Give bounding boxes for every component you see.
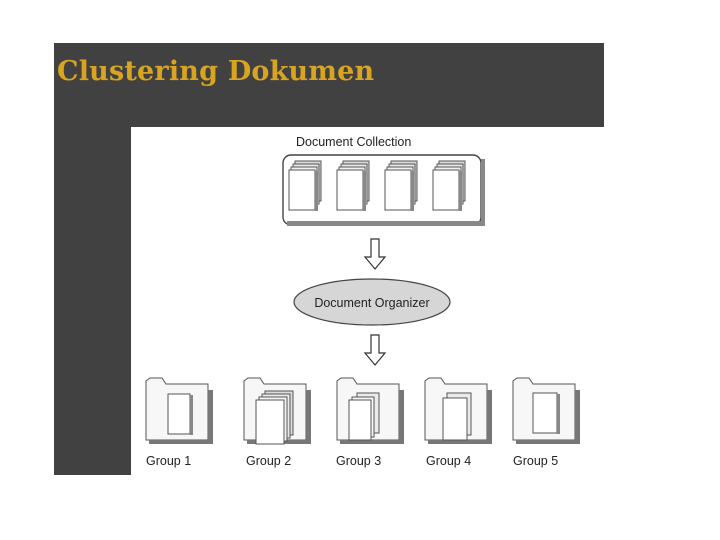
- arrow-down-icon: [364, 238, 386, 270]
- group-label: Group 2: [246, 454, 291, 468]
- collection-label: Document Collection: [296, 135, 411, 149]
- slide: Clustering Dokumen: [54, 43, 604, 475]
- group-folder-5: [512, 377, 581, 445]
- document-stack-icon: [288, 160, 322, 212]
- group-folder-2: [243, 377, 312, 445]
- organizer-label: Document Organizer: [314, 296, 429, 310]
- group-folder-3: [336, 377, 405, 445]
- document-stack-icon: [384, 160, 418, 212]
- group-label: Group 4: [426, 454, 471, 468]
- document-organizer: [293, 278, 451, 326]
- group-label: Group 5: [513, 454, 558, 468]
- clustering-diagram: Document Collection Document Organizer: [131, 127, 604, 475]
- group-label: Group 3: [336, 454, 381, 468]
- document-collection-box: [282, 154, 485, 226]
- group-folder-1: [145, 377, 214, 445]
- arrow-down-icon: [364, 334, 386, 366]
- document-stack-icon: [336, 160, 370, 212]
- slide-title: Clustering Dokumen: [57, 56, 375, 87]
- document-stack-icon: [432, 160, 466, 212]
- group-folder-4: [424, 377, 493, 445]
- group-label: Group 1: [146, 454, 191, 468]
